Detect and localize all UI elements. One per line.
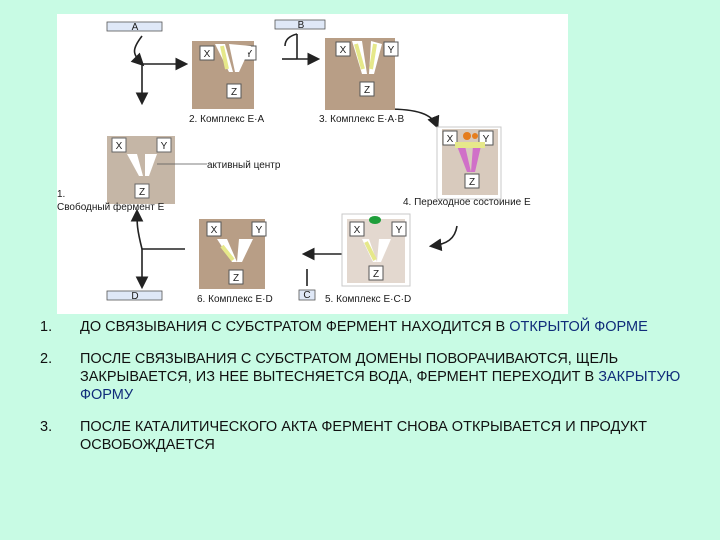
note-number: 1.	[40, 319, 53, 335]
note-body: ДО СВЯЗЫВАНИЯ С СУБСТРАТОМ ФЕРМЕНТ НАХОД…	[80, 319, 510, 335]
note-text: ПОСЛЕ СВЯЗЫВАНИЯ С СУБСТРАТОМ ДОМЕНЫ ПОВ…	[80, 350, 700, 404]
note-highlight: ОТКРЫТОЙ ФОРМЕ	[509, 319, 648, 335]
domain-z-letter: Z	[373, 269, 379, 280]
note-text: ПОСЛЕ КАТАЛИТИЧЕСКОГО АКТА ФЕРМЕНТ СНОВА…	[80, 418, 700, 454]
active-center-label: активный центр	[207, 160, 281, 171]
domain-y-letter: Y	[483, 134, 490, 145]
domain-z-letter: Z	[139, 187, 145, 198]
note-number: 3.	[40, 419, 53, 435]
state-caption-e-a-b: 3. Комплекс E·A·B	[319, 114, 404, 125]
product-label-d: D	[131, 291, 138, 302]
product-label-c: C	[303, 290, 310, 301]
note-number: 2.	[40, 351, 53, 367]
domain-x-letter: X	[211, 225, 218, 236]
notes-list: 1. ДО СВЯЗЫВАНИЯ С СУБСТРАТОМ ФЕРМЕНТ НА…	[40, 318, 700, 468]
state-e-a-b: X Y Z 3. Комплекс E·A·B	[319, 38, 404, 125]
note-text: ДО СВЯЗЫВАНИЯ С СУБСТРАТОМ ФЕРМЕНТ НАХОД…	[80, 318, 700, 336]
domain-z-letter: Z	[233, 273, 239, 284]
domain-y-letter: Y	[396, 225, 403, 236]
state-caption-free-num: 1.	[57, 189, 65, 200]
note-item: 3. ПОСЛЕ КАТАЛИТИЧЕСКОГО АКТА ФЕРМЕНТ СН…	[40, 418, 700, 454]
domain-x-letter: X	[116, 141, 123, 152]
domain-y-letter: Y	[388, 45, 395, 56]
state-caption-e-d: 6. Комплекс E·D	[197, 294, 273, 305]
note-highlight: ЗАКРЫТУЮ ФОРМУ	[80, 369, 681, 403]
domain-z-letter: Z	[231, 87, 237, 98]
state-caption-transition: 4. Переходное состоиние E	[403, 197, 531, 208]
substrate-label-b: B	[298, 20, 305, 31]
state-free-enzyme: X Y Z активный центр 1. Свободный фермен…	[57, 136, 281, 213]
note-item: 2. ПОСЛЕ СВЯЗЫВАНИЯ С СУБСТРАТОМ ДОМЕНЫ …	[40, 350, 700, 404]
domain-z-letter: Z	[364, 85, 370, 96]
domain-x-letter: X	[447, 134, 454, 145]
state-caption-free-enzyme: Свободный фермент E	[57, 201, 165, 213]
state-e-a: X Y Z 2. Комплекс E·A	[189, 41, 264, 125]
domain-x-letter: X	[354, 225, 361, 236]
state-e-c-d: X Y Z 5. Комплекс E·C·D	[325, 213, 411, 305]
enzyme-cycle-diagram: A B D C	[57, 14, 568, 314]
domain-x-letter: X	[204, 49, 211, 60]
substrate-label-a: A	[132, 22, 139, 33]
note-body: ПОСЛЕ КАТАЛИТИЧЕСКОГО АКТА ФЕРМЕНТ СНОВА…	[80, 419, 647, 453]
domain-y-letter: Y	[161, 141, 168, 152]
state-caption-e-a: 2. Комплекс E·A	[189, 114, 264, 125]
product-pointer-c: C	[298, 289, 316, 301]
substrate-pointer-b: B	[274, 19, 326, 31]
domain-y-letter: Y	[246, 49, 253, 60]
diagram-canvas: A B D C	[57, 19, 531, 305]
domain-x-letter: X	[340, 45, 347, 56]
product-pointer-d: D	[106, 290, 163, 302]
substrate-pointer-a: A	[106, 21, 163, 33]
domain-y-letter: Y	[256, 225, 263, 236]
state-caption-e-c-d: 5. Комплекс E·C·D	[325, 294, 411, 305]
note-body: ПОСЛЕ СВЯЗЫВАНИЯ С СУБСТРАТОМ ДОМЕНЫ ПОВ…	[80, 351, 619, 385]
state-e-d: X Y Z 6. Комплекс E·D	[197, 219, 273, 305]
note-item: 1. ДО СВЯЗЫВАНИЯ С СУБСТРАТОМ ФЕРМЕНТ НА…	[40, 318, 700, 336]
state-transition: X Y Z 4. Переходное состоиние E	[403, 126, 531, 208]
domain-z-letter: Z	[469, 177, 475, 188]
